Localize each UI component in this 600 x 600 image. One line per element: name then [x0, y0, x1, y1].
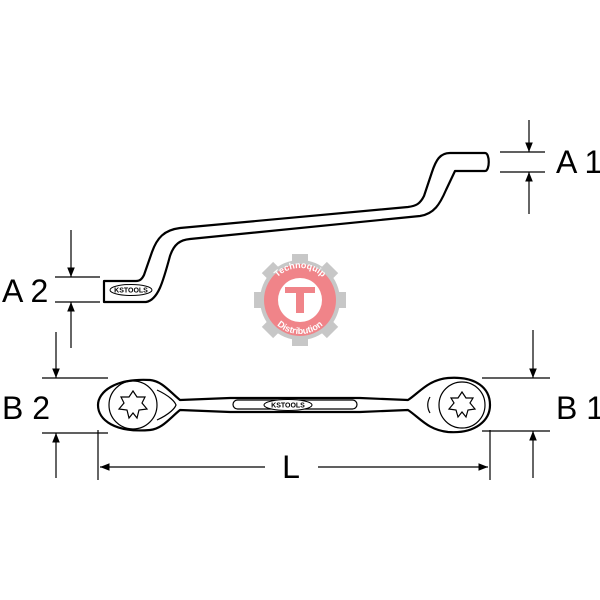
dimension-b2: B 2 — [2, 332, 108, 478]
dimension-b1: B 1 — [482, 330, 600, 478]
left-ring — [108, 380, 177, 430]
ks-tools-brand-top: KSTOOLS — [271, 403, 305, 410]
right-ring — [427, 381, 486, 429]
wrench-side-outline — [102, 151, 490, 304]
dimension-a1: A 1 — [500, 120, 600, 214]
ks-tools-brand-side: KSTOOLS — [114, 288, 148, 295]
torx-star-right-icon — [447, 390, 477, 419]
t-letter-icon — [285, 287, 315, 313]
center-slot: KSTOOLS — [232, 399, 358, 411]
ks-tools-logo-side: KSTOOLS — [109, 284, 153, 296]
dimension-label-l: L — [282, 449, 300, 485]
wrench-top-view: KSTOOLS — [96, 376, 492, 434]
dimension-label-a1: A 1 — [556, 144, 600, 180]
dimension-label-a2: A 2 — [2, 273, 48, 309]
dimension-label-b2: B 2 — [2, 390, 50, 426]
torx-star-left-icon — [117, 389, 149, 420]
dimension-a2: A 2 — [2, 230, 100, 348]
dimension-label-b1: B 1 — [556, 390, 600, 426]
watermark-bottom-text: Distribution — [276, 319, 325, 336]
dimension-l: L — [97, 430, 491, 485]
technoquip-watermark: Technoquip Distribution — [254, 254, 346, 346]
wrench-side-view: KSTOOLS — [102, 151, 490, 304]
